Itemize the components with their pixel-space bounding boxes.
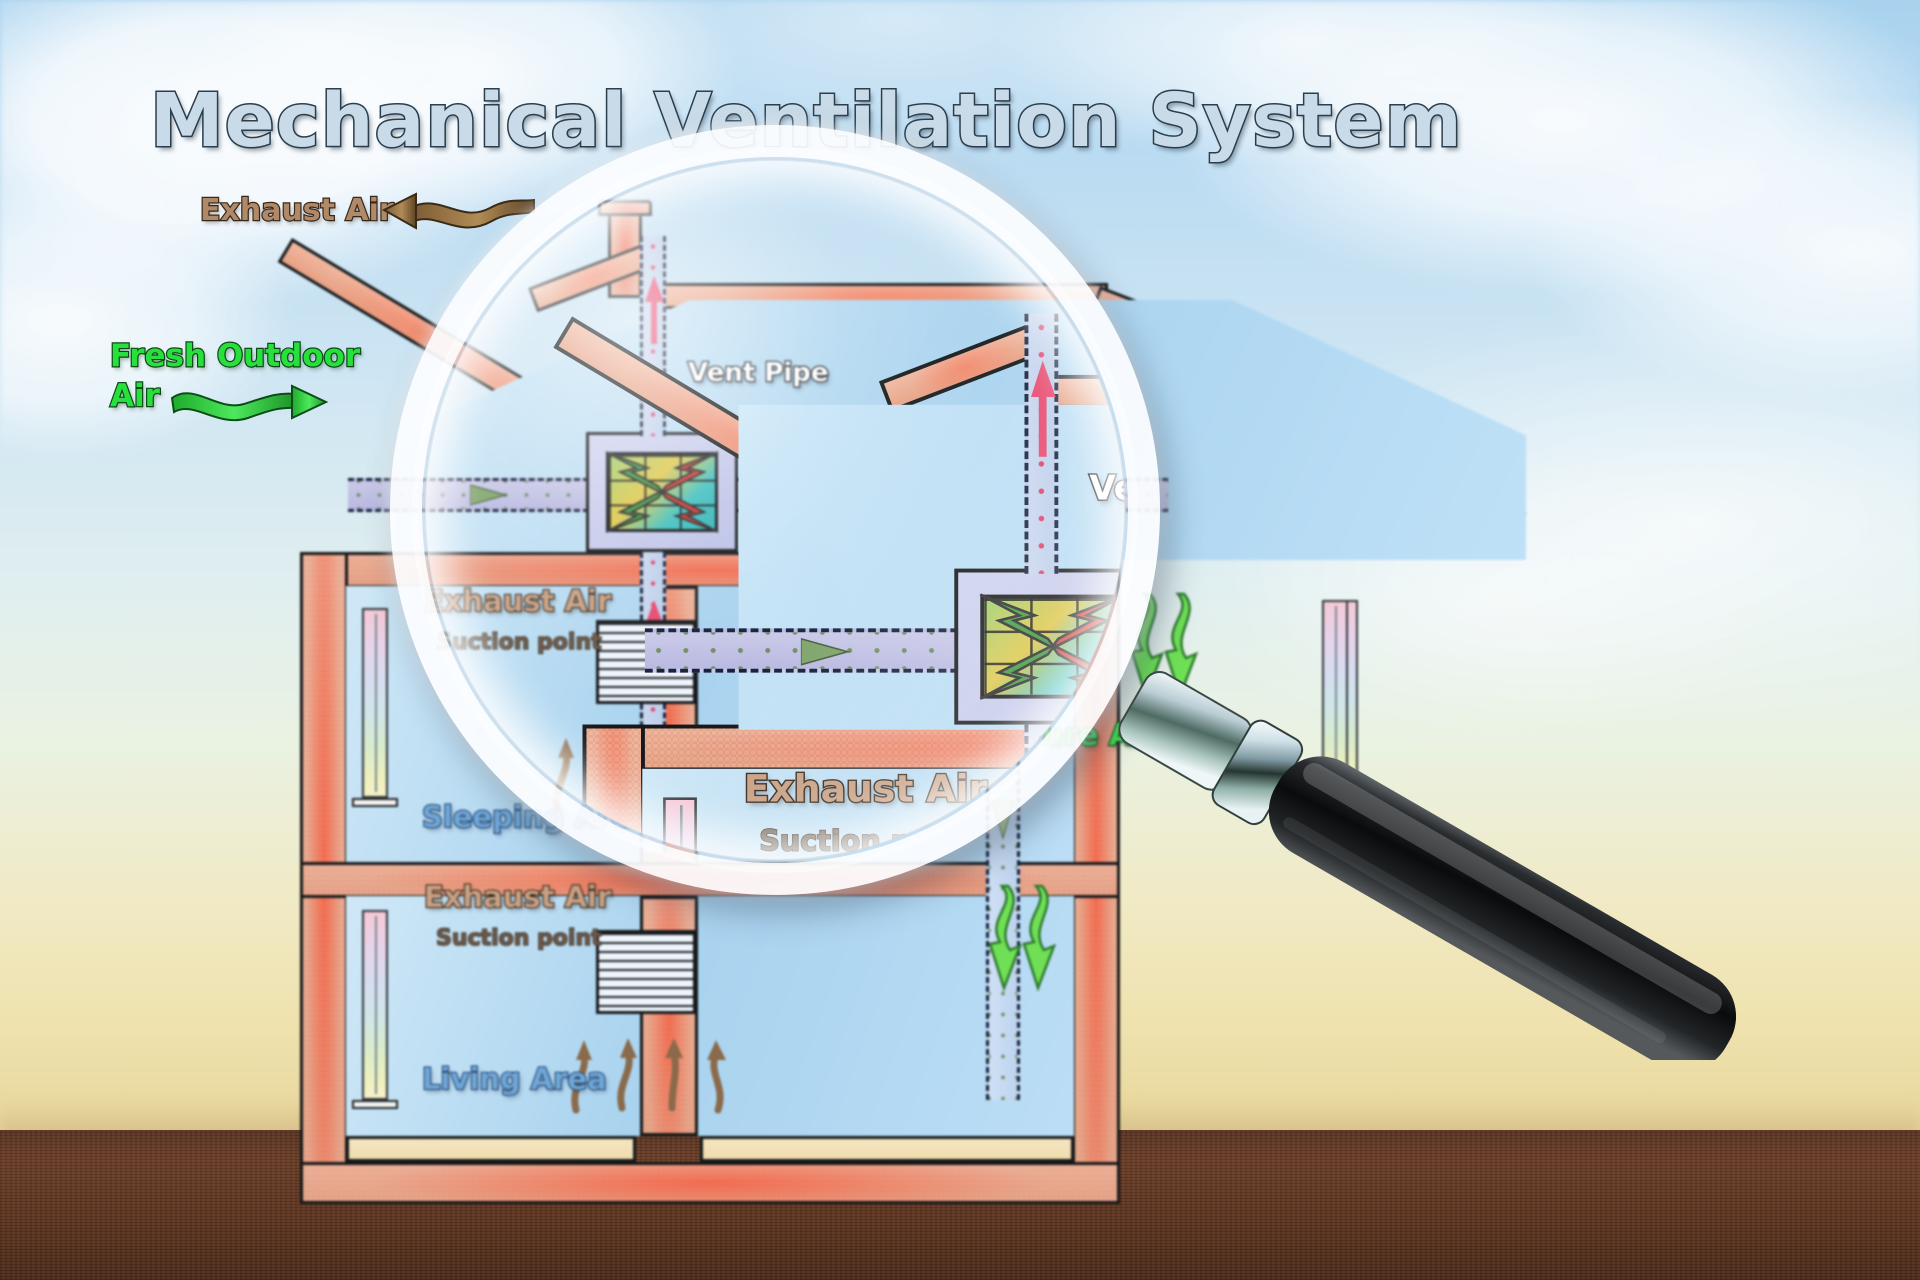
exhaust-suction-grille-lower bbox=[596, 930, 696, 1014]
label-exhaust-air-outside: Exhaust Air bbox=[199, 192, 395, 229]
window-lower-left bbox=[362, 910, 388, 1100]
pure-air-arrow-lower-icon bbox=[988, 884, 1057, 992]
magnifier-rim[interactable] bbox=[390, 125, 1160, 895]
label-suction-point-lower: Suction point bbox=[435, 925, 602, 951]
label-fresh-outdoor-air-line2: Air bbox=[109, 377, 161, 415]
foundation-slab bbox=[300, 1162, 1120, 1204]
ground-floor-left bbox=[346, 1136, 636, 1162]
label-fresh-outdoor-air-line1: Fresh Outdoor bbox=[109, 337, 362, 375]
label-living-area: Living Area bbox=[421, 1061, 608, 1097]
label-exhaust-air-lower: Exhaust Air bbox=[423, 879, 613, 915]
window-upper-right-inner bbox=[1322, 600, 1348, 790]
window-sill-lower-left bbox=[352, 1100, 398, 1109]
living-area-room bbox=[346, 896, 1074, 1136]
suction-squiggle-arrows-lower-icon bbox=[571, 1038, 726, 1114]
window-sill-upper-left bbox=[352, 798, 398, 807]
fresh-air-arrow-right-icon bbox=[170, 384, 329, 422]
label-fresh-outdoor-air: Fresh Outdoor Air bbox=[109, 336, 362, 416]
window-upper-left bbox=[362, 608, 388, 798]
ground-floor-right bbox=[700, 1136, 1074, 1162]
